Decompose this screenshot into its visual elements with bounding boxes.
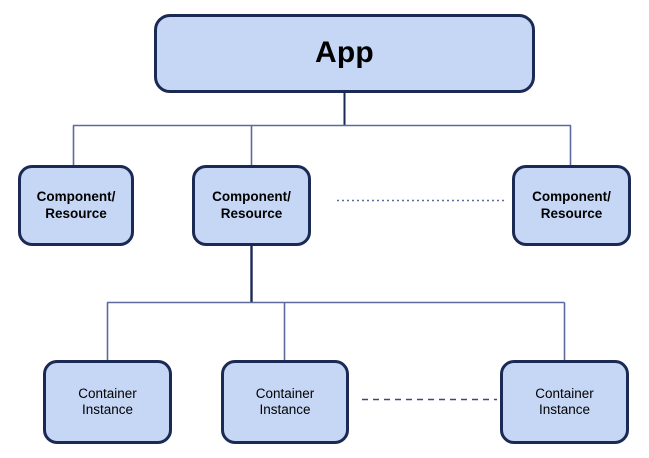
node-container-instance-1-label: Container Instance bbox=[78, 385, 137, 417]
node-app[interactable]: App bbox=[154, 14, 535, 93]
node-container-instance-1[interactable]: Container Instance bbox=[43, 360, 172, 444]
node-container-instance-2-label: Container Instance bbox=[255, 385, 315, 417]
node-component-resource-2-label: Component/ Resource bbox=[212, 189, 291, 221]
node-container-instance-2[interactable]: Container Instance bbox=[221, 360, 349, 444]
node-component-resource-1[interactable]: Component/ Resource bbox=[18, 165, 134, 246]
node-component-resource-1-label: Component/ Resource bbox=[36, 189, 116, 221]
node-component-resource-3[interactable]: Component/ Resource bbox=[512, 165, 631, 246]
node-app-label: App bbox=[315, 36, 374, 70]
node-component-resource-2[interactable]: Component/ Resource bbox=[192, 165, 311, 246]
node-component-resource-3-label: Component/ Resource bbox=[532, 189, 611, 221]
node-container-instance-3[interactable]: Container Instance bbox=[500, 360, 629, 444]
node-container-instance-3-label: Container Instance bbox=[535, 385, 594, 417]
